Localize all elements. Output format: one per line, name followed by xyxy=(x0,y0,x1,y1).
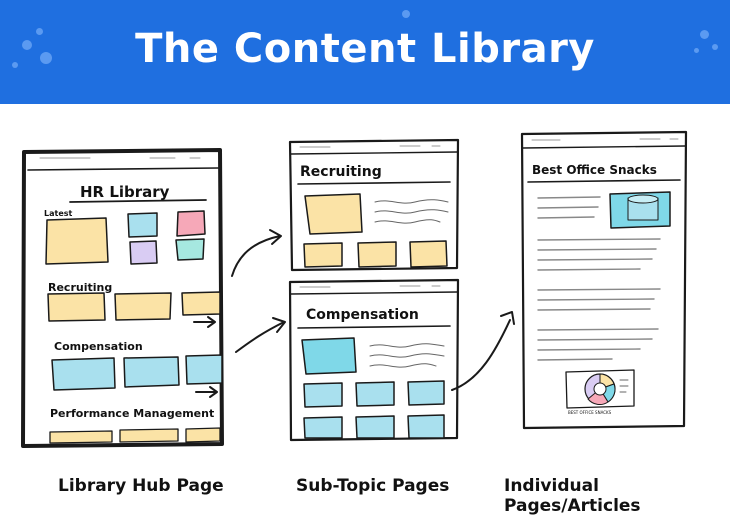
page-title: The Content Library xyxy=(135,26,595,72)
decor-dot xyxy=(12,62,18,68)
header-banner: The Content Library xyxy=(0,0,730,104)
hub-title: HR Library xyxy=(80,183,170,201)
decor-dot xyxy=(22,40,32,50)
caption-subtopic: Sub-Topic Pages xyxy=(296,476,450,496)
hub-page-sketch xyxy=(21,148,224,448)
hub-section-latest: Latest xyxy=(44,209,73,218)
subtopic-compensation-title: Compensation xyxy=(306,307,419,323)
compensation-page-sketch xyxy=(288,278,460,442)
decor-dot xyxy=(694,48,699,53)
decor-dot xyxy=(36,28,43,35)
caption-hub: Library Hub Page xyxy=(58,476,224,496)
decor-dot xyxy=(402,10,410,18)
subtopic-recruiting-title: Recruiting xyxy=(300,164,382,180)
recruiting-page-sketch xyxy=(288,138,460,272)
hub-section-compensation: Compensation xyxy=(54,340,143,353)
decor-dot xyxy=(40,52,52,64)
decor-dot xyxy=(712,44,718,50)
caption-article: Individual Pages/Articles xyxy=(504,476,641,516)
hub-section-recruiting: Recruiting xyxy=(48,281,113,294)
article-title: Best Office Snacks xyxy=(532,163,657,177)
decor-dot xyxy=(700,30,709,39)
article-page-sketch xyxy=(520,130,688,430)
hub-section-performance: Performance Management xyxy=(50,407,215,420)
article-chart-caption: BEST OFFICE SNACKS xyxy=(568,410,612,415)
